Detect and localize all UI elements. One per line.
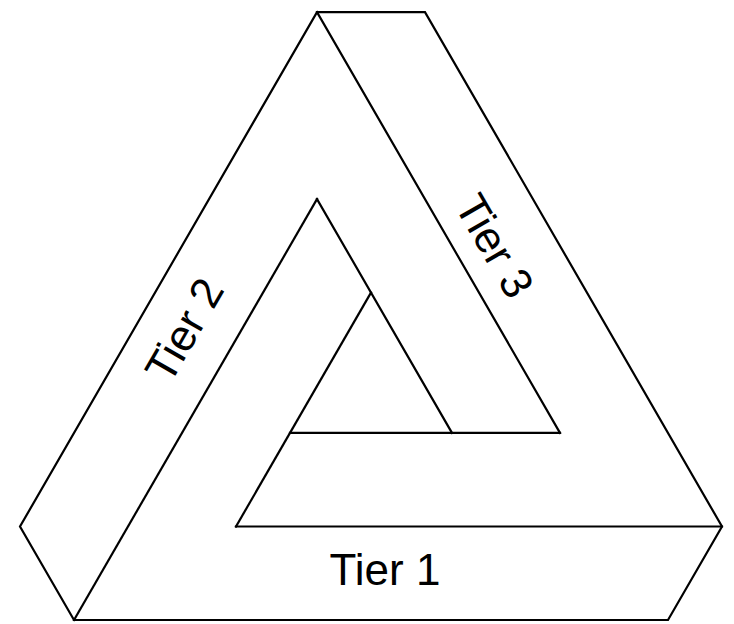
bar-edge [317,12,560,433]
outer-outline [20,12,722,620]
tier-label: Tier 1 [330,548,441,592]
bar-edge [236,525,722,527]
bar-edge [74,199,317,620]
bar-edge [317,199,452,433]
bar-edge [290,432,560,434]
bar-edge [236,293,371,527]
